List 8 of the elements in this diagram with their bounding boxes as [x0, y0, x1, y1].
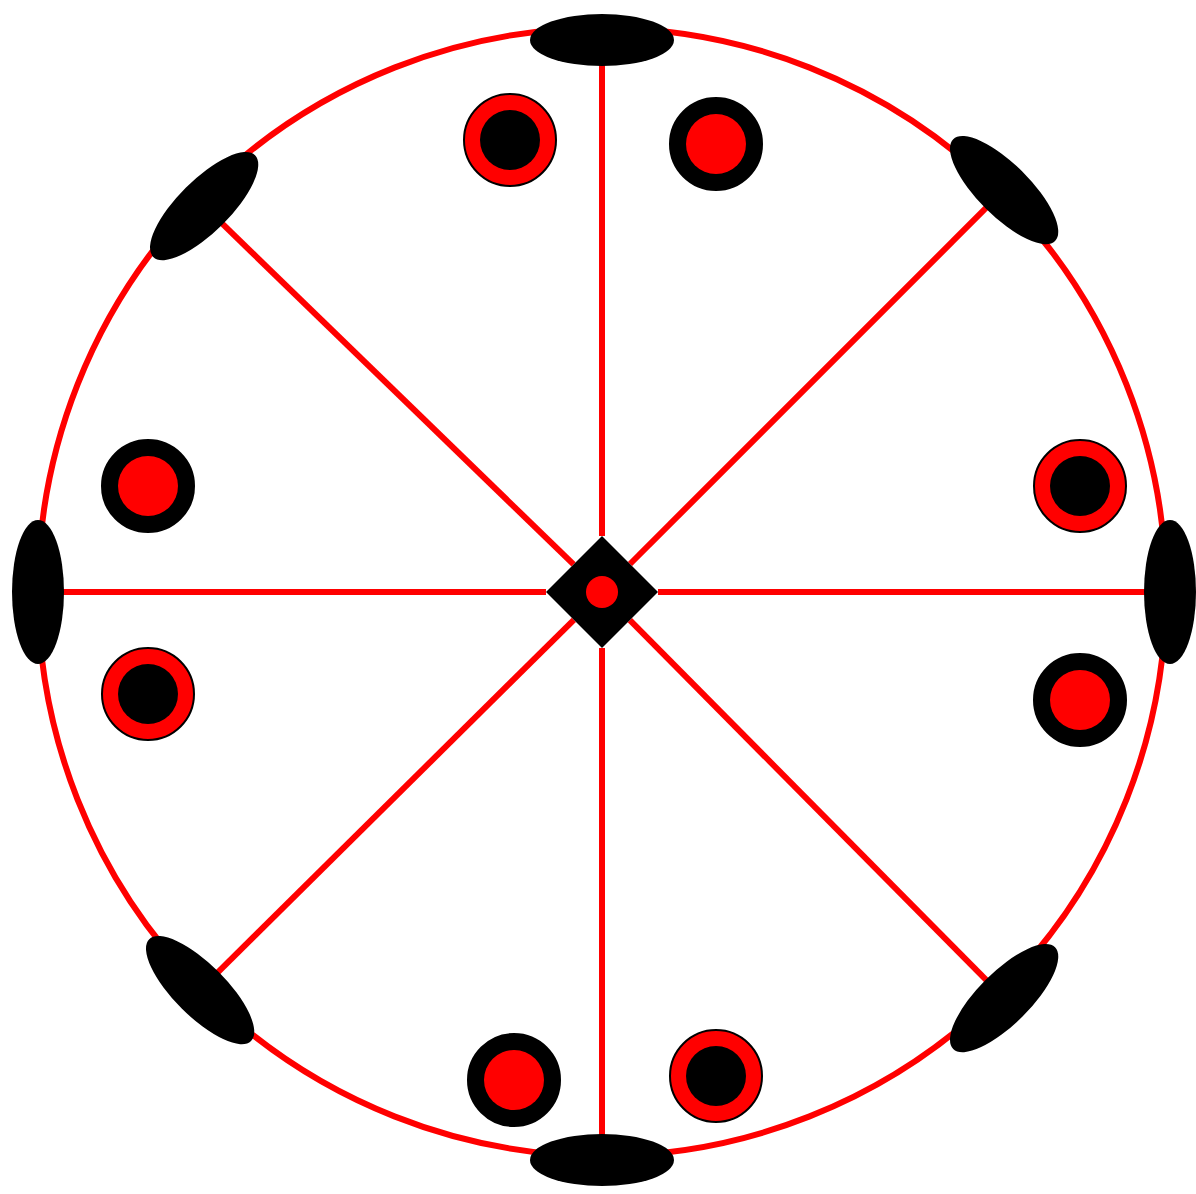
spoke-line: [658, 589, 1146, 595]
spoke-line: [62, 589, 546, 595]
spoke-line: [627, 204, 990, 567]
spoke-line: [627, 618, 990, 984]
spoke-line: [214, 617, 576, 976]
spoke-line: [219, 220, 576, 567]
spoke-line: [599, 64, 605, 536]
spoke-line: [599, 648, 605, 1136]
